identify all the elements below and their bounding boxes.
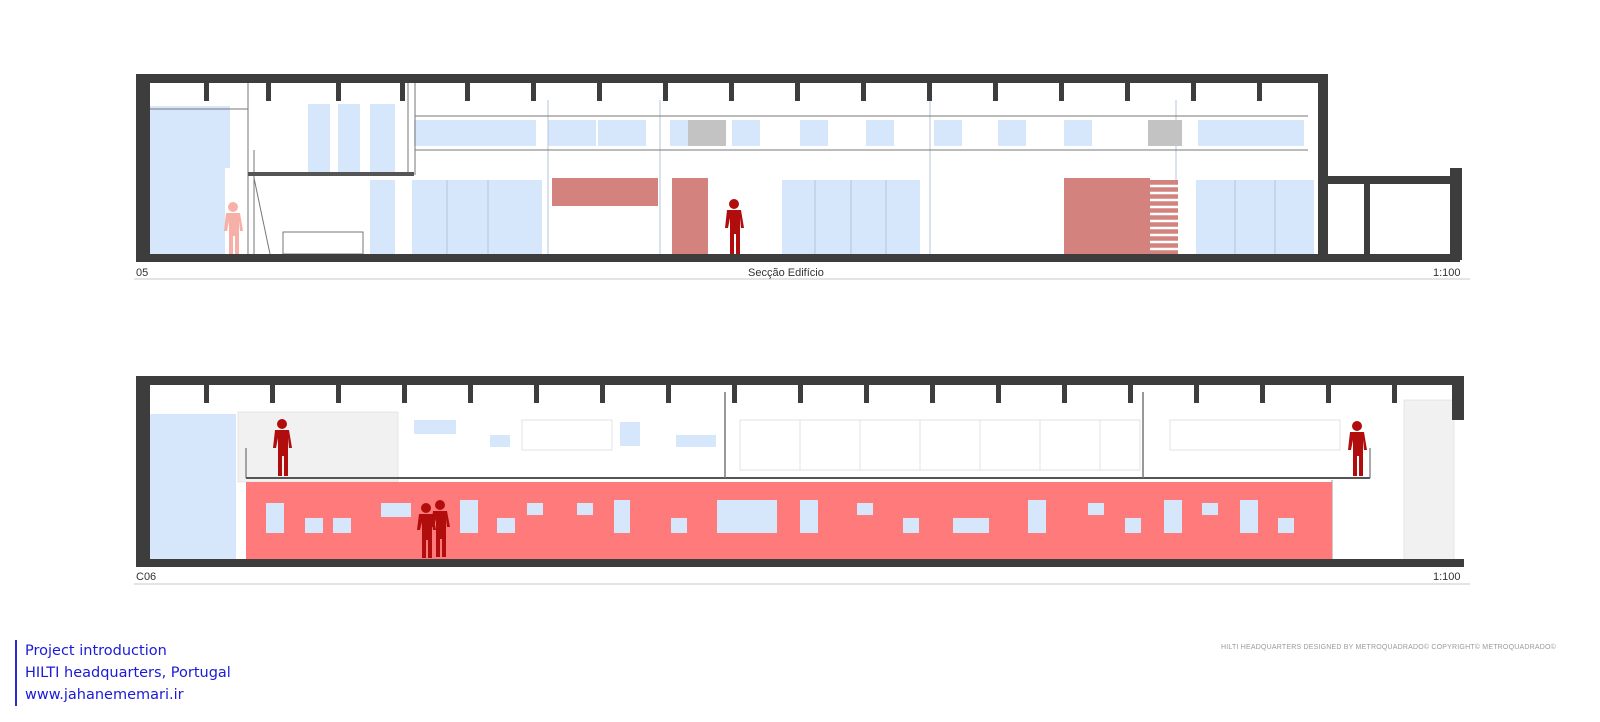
project-credit: Project introduction HILTI headquarters,… bbox=[15, 640, 231, 706]
couple-figures bbox=[417, 500, 450, 558]
credit-line-project: HILTI headquarters, Portugal bbox=[25, 665, 231, 681]
credit-line-intro: Project introduction bbox=[25, 643, 167, 659]
person-figure-faded bbox=[224, 202, 243, 254]
copyright-note: HILTI HEADQUARTERS DESIGNED BY METROQUAD… bbox=[1221, 644, 1556, 651]
wall-openings bbox=[266, 500, 1294, 533]
red-panels bbox=[552, 178, 1150, 254]
striped-stair bbox=[1150, 180, 1178, 254]
grey-infill bbox=[688, 120, 1182, 146]
person-figure bbox=[1348, 421, 1367, 476]
section-code: C06 bbox=[136, 571, 157, 583]
roof-beams-05 bbox=[204, 83, 1262, 101]
glazing-panels-c06 bbox=[150, 414, 716, 562]
roof-beams-c06 bbox=[204, 385, 1397, 403]
mezzanine-slab bbox=[248, 172, 414, 176]
glazing-panels bbox=[150, 104, 1314, 254]
mullions bbox=[446, 100, 1276, 254]
structure-c06 bbox=[136, 376, 1464, 567]
building-section-05 bbox=[134, 74, 1470, 280]
person-figure bbox=[273, 419, 292, 476]
section-code: 05 bbox=[136, 267, 149, 279]
section-title: Secção Edifício bbox=[748, 267, 824, 279]
person-figure bbox=[725, 199, 744, 254]
credit-website-link[interactable]: www.jahanememari.ir bbox=[25, 687, 184, 703]
structure-05 bbox=[136, 74, 1462, 262]
mezzanine-c06 bbox=[245, 392, 1371, 562]
section-scale: 1:100 bbox=[1433, 571, 1461, 583]
interior-grid bbox=[521, 419, 1341, 471]
section-scale: 1:100 bbox=[1433, 267, 1461, 279]
building-section-c06 bbox=[134, 376, 1470, 585]
stone-wall-texture bbox=[237, 399, 1455, 563]
